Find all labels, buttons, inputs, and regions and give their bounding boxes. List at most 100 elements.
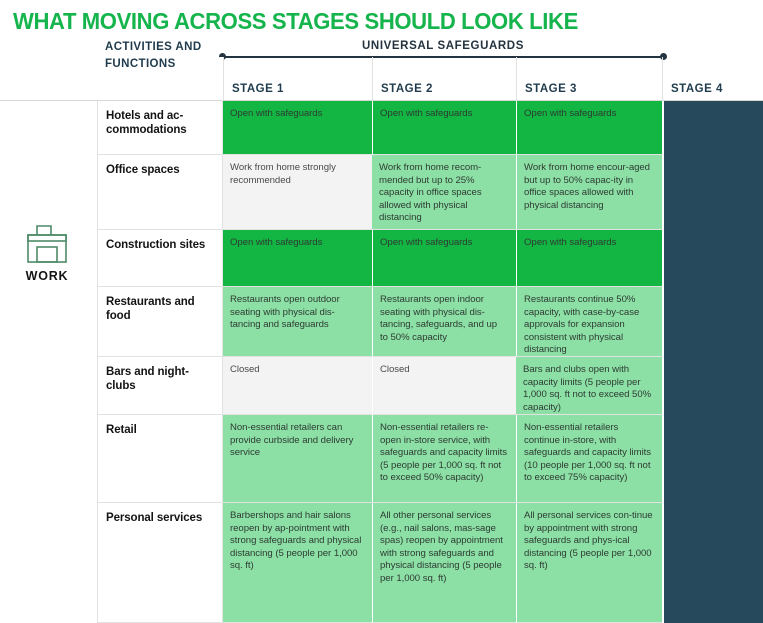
cell-stage2-text: Closed	[380, 364, 410, 375]
cell-stage1-text: Open with safeguards	[230, 108, 323, 119]
cell-stage1[interactable]: Barbershops and hair salons reopen by ap…	[223, 503, 372, 623]
cell-stage2-text: All other personal services (e.g., nail …	[380, 510, 503, 584]
header-activities-line2: FUNCTIONS	[105, 58, 176, 70]
cell-stage3[interactable]: Work from home encour-aged but up to 50%…	[516, 155, 662, 230]
row-icon-spacer	[0, 503, 97, 623]
cell-stage1[interactable]: Open with safeguards	[223, 230, 372, 287]
cell-stage4-text	[664, 155, 763, 162]
cell-stage2[interactable]: Closed	[372, 357, 516, 415]
cell-stage1[interactable]: Open with safeguards	[223, 101, 372, 155]
row-activity: Office spaces	[97, 155, 223, 230]
cell-stage4-text	[664, 101, 763, 108]
cell-stage2[interactable]: Work from home recom-mended but up to 25…	[372, 155, 516, 230]
row-activity-label: Personal services	[106, 512, 203, 524]
cell-stage3[interactable]: Non-essential retailers continue in-stor…	[516, 415, 662, 503]
cell-stage1-text: Closed	[230, 364, 260, 375]
header-stage3-label: STAGE 3	[525, 83, 577, 95]
cell-stage4[interactable]	[662, 155, 763, 230]
cell-stage1[interactable]: Work from home strongly recommended	[223, 155, 372, 230]
universal-safeguards-label: UNIVERSAL SAFEGUARDS	[362, 40, 524, 52]
row-activity-label: Construction sites	[106, 239, 206, 251]
cell-stage3[interactable]: Open with safeguards	[516, 101, 662, 155]
table-header-row: ACTIVITIES AND FUNCTIONS STAGE 1 STAGE 2 STA…	[0, 41, 763, 101]
row-activity: Bars and night-clubs	[97, 357, 223, 415]
cell-stage1-text: Non-essential retailers can provide curb…	[230, 422, 354, 459]
cell-stage2[interactable]: Open with safeguards	[372, 230, 516, 287]
cell-stage3[interactable]: Restaurants continue 50% capacity, with …	[516, 287, 662, 357]
cell-stage4-text	[664, 503, 763, 510]
bracket-endpoint-right-icon	[660, 53, 667, 60]
cell-stage3-text: Bars and clubs open with capacity limits…	[523, 364, 652, 413]
header-stage3[interactable]: STAGE 3	[516, 57, 662, 101]
row-icon-spacer	[0, 357, 97, 415]
header-stage2[interactable]: STAGE 2	[372, 57, 516, 101]
bracket-endpoint-left-icon	[219, 53, 226, 60]
table-row: Office spaces Work from home strongly rec…	[0, 155, 763, 230]
cell-stage3-text: Open with safeguards	[524, 108, 617, 119]
cell-stage2[interactable]: Non-essential retailers re-open in-store…	[372, 415, 516, 503]
header-activities-line1: ACTIVITIES AND	[105, 41, 202, 53]
cell-stage4[interactable]	[662, 357, 763, 415]
row-activity: Personal services	[97, 503, 223, 623]
header-stage2-label: STAGE 2	[381, 83, 433, 95]
row-activity-label: Bars and night-clubs	[106, 366, 189, 392]
stages-table: ACTIVITIES AND FUNCTIONS STAGE 1 STAGE 2 STA…	[0, 41, 763, 623]
row-icon-spacer	[0, 101, 97, 155]
cell-stage3-text: Non-essential retailers continue in-stor…	[524, 422, 652, 484]
cell-stage4-text	[664, 415, 763, 422]
cell-stage2[interactable]: Open with safeguards	[372, 101, 516, 155]
cell-stage3-text: Restaurants continue 50% capacity, with …	[524, 294, 640, 356]
header-stage1[interactable]: STAGE 1	[223, 57, 372, 101]
cell-stage1-text: Work from home strongly recommended	[230, 162, 336, 186]
row-icon-spacer	[0, 230, 97, 287]
cell-stage4[interactable]	[662, 230, 763, 287]
cell-stage3[interactable]: Bars and clubs open with capacity limits…	[516, 357, 662, 415]
cell-stage4-text	[664, 287, 763, 294]
storefront-building-icon	[27, 225, 67, 263]
cell-stage4[interactable]	[662, 415, 763, 503]
cell-stage3[interactable]: All personal services con-tinue by appoi…	[516, 503, 662, 623]
cell-stage2-text: Open with safeguards	[380, 108, 473, 119]
row-activity-label: Hotels and ac-commodations	[106, 110, 187, 136]
cell-stage1-text: Restaurants open outdoor seating with ph…	[230, 294, 340, 331]
cell-stage1[interactable]: Closed	[223, 357, 372, 415]
row-icon-spacer	[0, 155, 97, 230]
cell-stage4[interactable]	[662, 101, 763, 155]
work-category: WORK	[19, 222, 75, 283]
cell-stage2[interactable]: All other personal services (e.g., nail …	[372, 503, 516, 623]
universal-safeguards-bracket-line	[222, 56, 664, 58]
cell-stage4[interactable]	[662, 287, 763, 357]
row-activity: Restaurants and food	[97, 287, 223, 357]
table-row: Construction sites Open with safeguards Op…	[0, 230, 763, 287]
cell-stage2-text: Work from home recom-mended but up to 25…	[379, 162, 482, 224]
cell-stage1[interactable]: Restaurants open outdoor seating with ph…	[223, 287, 372, 357]
cell-stage2-text: Open with safeguards	[380, 237, 473, 248]
cell-stage4-text	[664, 357, 763, 364]
cell-stage3[interactable]: Open with safeguards	[516, 230, 662, 287]
row-activity: Hotels and ac-commodations	[97, 101, 223, 155]
cell-stage2-text: Non-essential retailers re-open in-store…	[380, 422, 508, 484]
cell-stage4-text	[664, 230, 763, 237]
cell-stage3-text: Open with safeguards	[524, 237, 617, 248]
cell-stage1-text: Open with safeguards	[230, 237, 323, 248]
table-row: Personal services Barbershops and hair sa…	[0, 503, 763, 623]
row-activity: Construction sites	[97, 230, 223, 287]
cell-stage2[interactable]: Restaurants open indoor seating with phy…	[372, 287, 516, 357]
table-row: Hotels and ac-commodations Open with safe…	[0, 101, 763, 155]
header-stage4[interactable]: STAGE 4	[662, 57, 763, 101]
header-stage1-label: STAGE 1	[232, 83, 284, 95]
table-row: Bars and night-clubs Closed Closed Bars and…	[0, 357, 763, 415]
row-icon-spacer	[0, 415, 97, 503]
cell-stage4[interactable]	[662, 503, 763, 623]
header-activities: ACTIVITIES AND FUNCTIONS	[97, 41, 223, 101]
cell-stage2-text: Restaurants open indoor seating with phy…	[380, 294, 498, 343]
cell-stage3-text: Work from home encour-aged but up to 50%…	[524, 162, 650, 211]
header-icon-spacer	[0, 57, 97, 101]
cell-stage1-text: Barbershops and hair salons reopen by ap…	[230, 510, 362, 572]
header-stage4-label: STAGE 4	[671, 83, 723, 95]
cell-stage1[interactable]: Non-essential retailers can provide curb…	[223, 415, 372, 503]
cell-stage3-text: All personal services con-tinue by appoi…	[524, 510, 653, 572]
